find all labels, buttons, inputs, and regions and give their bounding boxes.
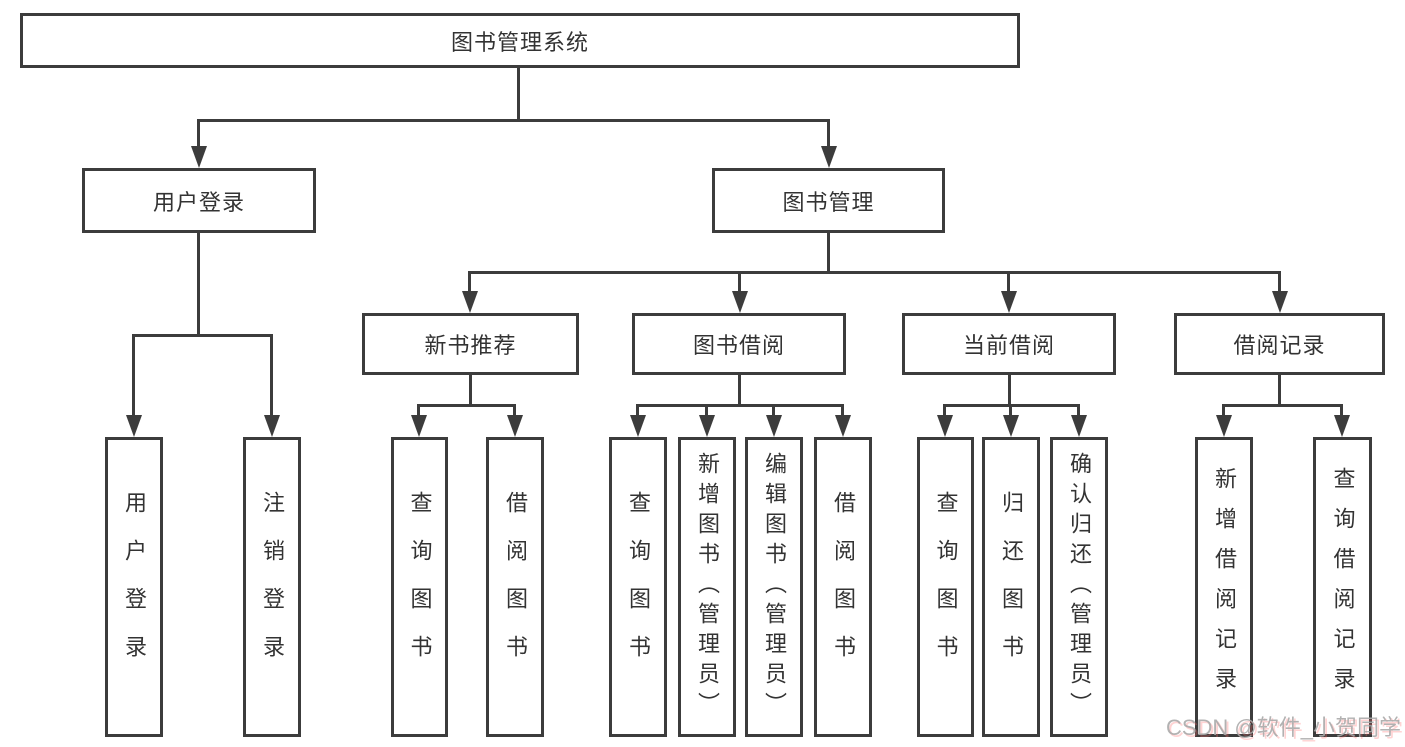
connector-line <box>772 405 775 418</box>
node-label: 借阅记录 <box>1233 333 1326 358</box>
arrow-down-icon <box>821 146 837 168</box>
arrow-down-icon <box>732 291 748 313</box>
leaf-query-borrow-record: 查询借阅记录 <box>1313 437 1372 737</box>
node-borrow-records: 借阅记录 <box>1174 313 1385 375</box>
leaf-label: 借阅图书 <box>831 491 856 683</box>
csdn-watermark: CSDN @软件_小贺同学 <box>1165 715 1401 740</box>
connector-line <box>1009 405 1012 418</box>
connector-line <box>270 335 273 418</box>
connector-line <box>513 405 516 418</box>
arrow-down-icon <box>1003 415 1019 437</box>
leaf-add-books-admin: 新增图书（管理员） <box>678 437 736 737</box>
arrow-down-icon <box>937 415 953 437</box>
leaf-label: 查询借阅记录 <box>1330 467 1356 707</box>
leaf-query-books-current: 查询图书 <box>917 437 974 737</box>
node-user-login: 用户登录 <box>82 168 316 233</box>
connector-line <box>827 120 830 148</box>
arrow-down-icon <box>126 415 142 437</box>
arrow-down-icon <box>1334 415 1350 437</box>
connector-line <box>1077 405 1080 418</box>
leaf-label: 确认归还（管理员） <box>1067 452 1092 722</box>
arrow-down-icon <box>766 415 782 437</box>
leaf-return-books: 归还图书 <box>982 437 1040 737</box>
leaf-borrow-books: 借阅图书 <box>814 437 872 737</box>
connector-line <box>197 120 200 148</box>
arrow-down-icon <box>835 415 851 437</box>
connector-line <box>417 405 420 418</box>
leaf-confirm-return-admin: 确认归还（管理员） <box>1050 437 1108 737</box>
arrow-down-icon <box>1216 415 1232 437</box>
leaf-query-books-recommend: 查询图书 <box>391 437 448 737</box>
connector-line <box>827 233 830 274</box>
node-label: 图书管理 <box>782 189 875 215</box>
leaf-edit-books-admin: 编辑图书（管理员） <box>745 437 803 737</box>
connector-line <box>197 119 830 122</box>
connector-line <box>468 272 471 293</box>
leaf-user-login: 用户登录 <box>105 437 163 737</box>
connector-line <box>841 405 844 418</box>
connector-line <box>1007 272 1010 293</box>
node-root-label: 图书管理系统 <box>450 29 589 55</box>
node-label: 用户登录 <box>152 189 245 215</box>
arrow-down-icon <box>1071 415 1087 437</box>
connector-line <box>417 404 516 407</box>
connector-line <box>1278 375 1281 406</box>
connector-line <box>1008 375 1011 406</box>
leaf-label: 查询图书 <box>626 491 651 683</box>
leaf-borrow-books-recommend: 借阅图书 <box>486 437 544 737</box>
node-current-borrow: 当前借阅 <box>902 313 1116 375</box>
connector-line <box>469 375 472 406</box>
connector-line <box>636 404 844 407</box>
connector-line <box>1340 405 1343 418</box>
leaf-label: 新增借阅记录 <box>1212 467 1237 707</box>
arrow-down-icon <box>1272 291 1288 313</box>
leaf-label: 用户登录 <box>122 491 147 683</box>
node-label: 图书借阅 <box>692 333 785 358</box>
arrow-down-icon <box>630 415 646 437</box>
leaf-add-borrow-record: 新增借阅记录 <box>1195 437 1253 737</box>
leaf-label: 借阅图书 <box>503 491 528 683</box>
connector-line <box>705 405 708 418</box>
node-label: 新书推荐 <box>424 333 517 358</box>
arrow-down-icon <box>699 415 715 437</box>
node-book-borrow: 图书借阅 <box>632 313 846 375</box>
arrow-down-icon <box>191 146 207 168</box>
arrow-down-icon <box>1001 291 1017 313</box>
leaf-label: 查询图书 <box>407 491 433 683</box>
connector-line <box>1222 405 1225 418</box>
connector-line <box>1222 404 1343 407</box>
node-new-book-recommend: 新书推荐 <box>362 313 579 375</box>
connector-line <box>132 334 273 337</box>
arrow-down-icon <box>264 415 280 437</box>
leaf-label: 新增图书（管理员） <box>695 452 720 722</box>
leaf-label: 注销登录 <box>260 491 285 683</box>
connector-line <box>468 271 1281 274</box>
connector-line <box>517 68 520 121</box>
leaf-query-books-borrow: 查询图书 <box>609 437 667 737</box>
arrow-down-icon <box>507 415 523 437</box>
leaf-label: 归还图书 <box>999 491 1024 683</box>
arrow-down-icon <box>462 291 478 313</box>
connector-line <box>943 405 946 418</box>
leaf-label: 编辑图书（管理员） <box>762 452 787 722</box>
connector-line <box>738 375 741 406</box>
leaf-logout: 注销登录 <box>243 437 301 737</box>
connector-line <box>197 233 200 336</box>
leaf-label: 查询图书 <box>933 491 959 683</box>
arrow-down-icon <box>411 415 427 437</box>
node-book-management: 图书管理 <box>712 168 945 233</box>
connector-line <box>1278 272 1281 293</box>
node-label: 当前借阅 <box>962 333 1055 358</box>
connector-line <box>738 272 741 293</box>
node-root-system: 图书管理系统 <box>20 13 1020 68</box>
connector-line <box>636 405 639 418</box>
connector-line <box>132 335 135 418</box>
